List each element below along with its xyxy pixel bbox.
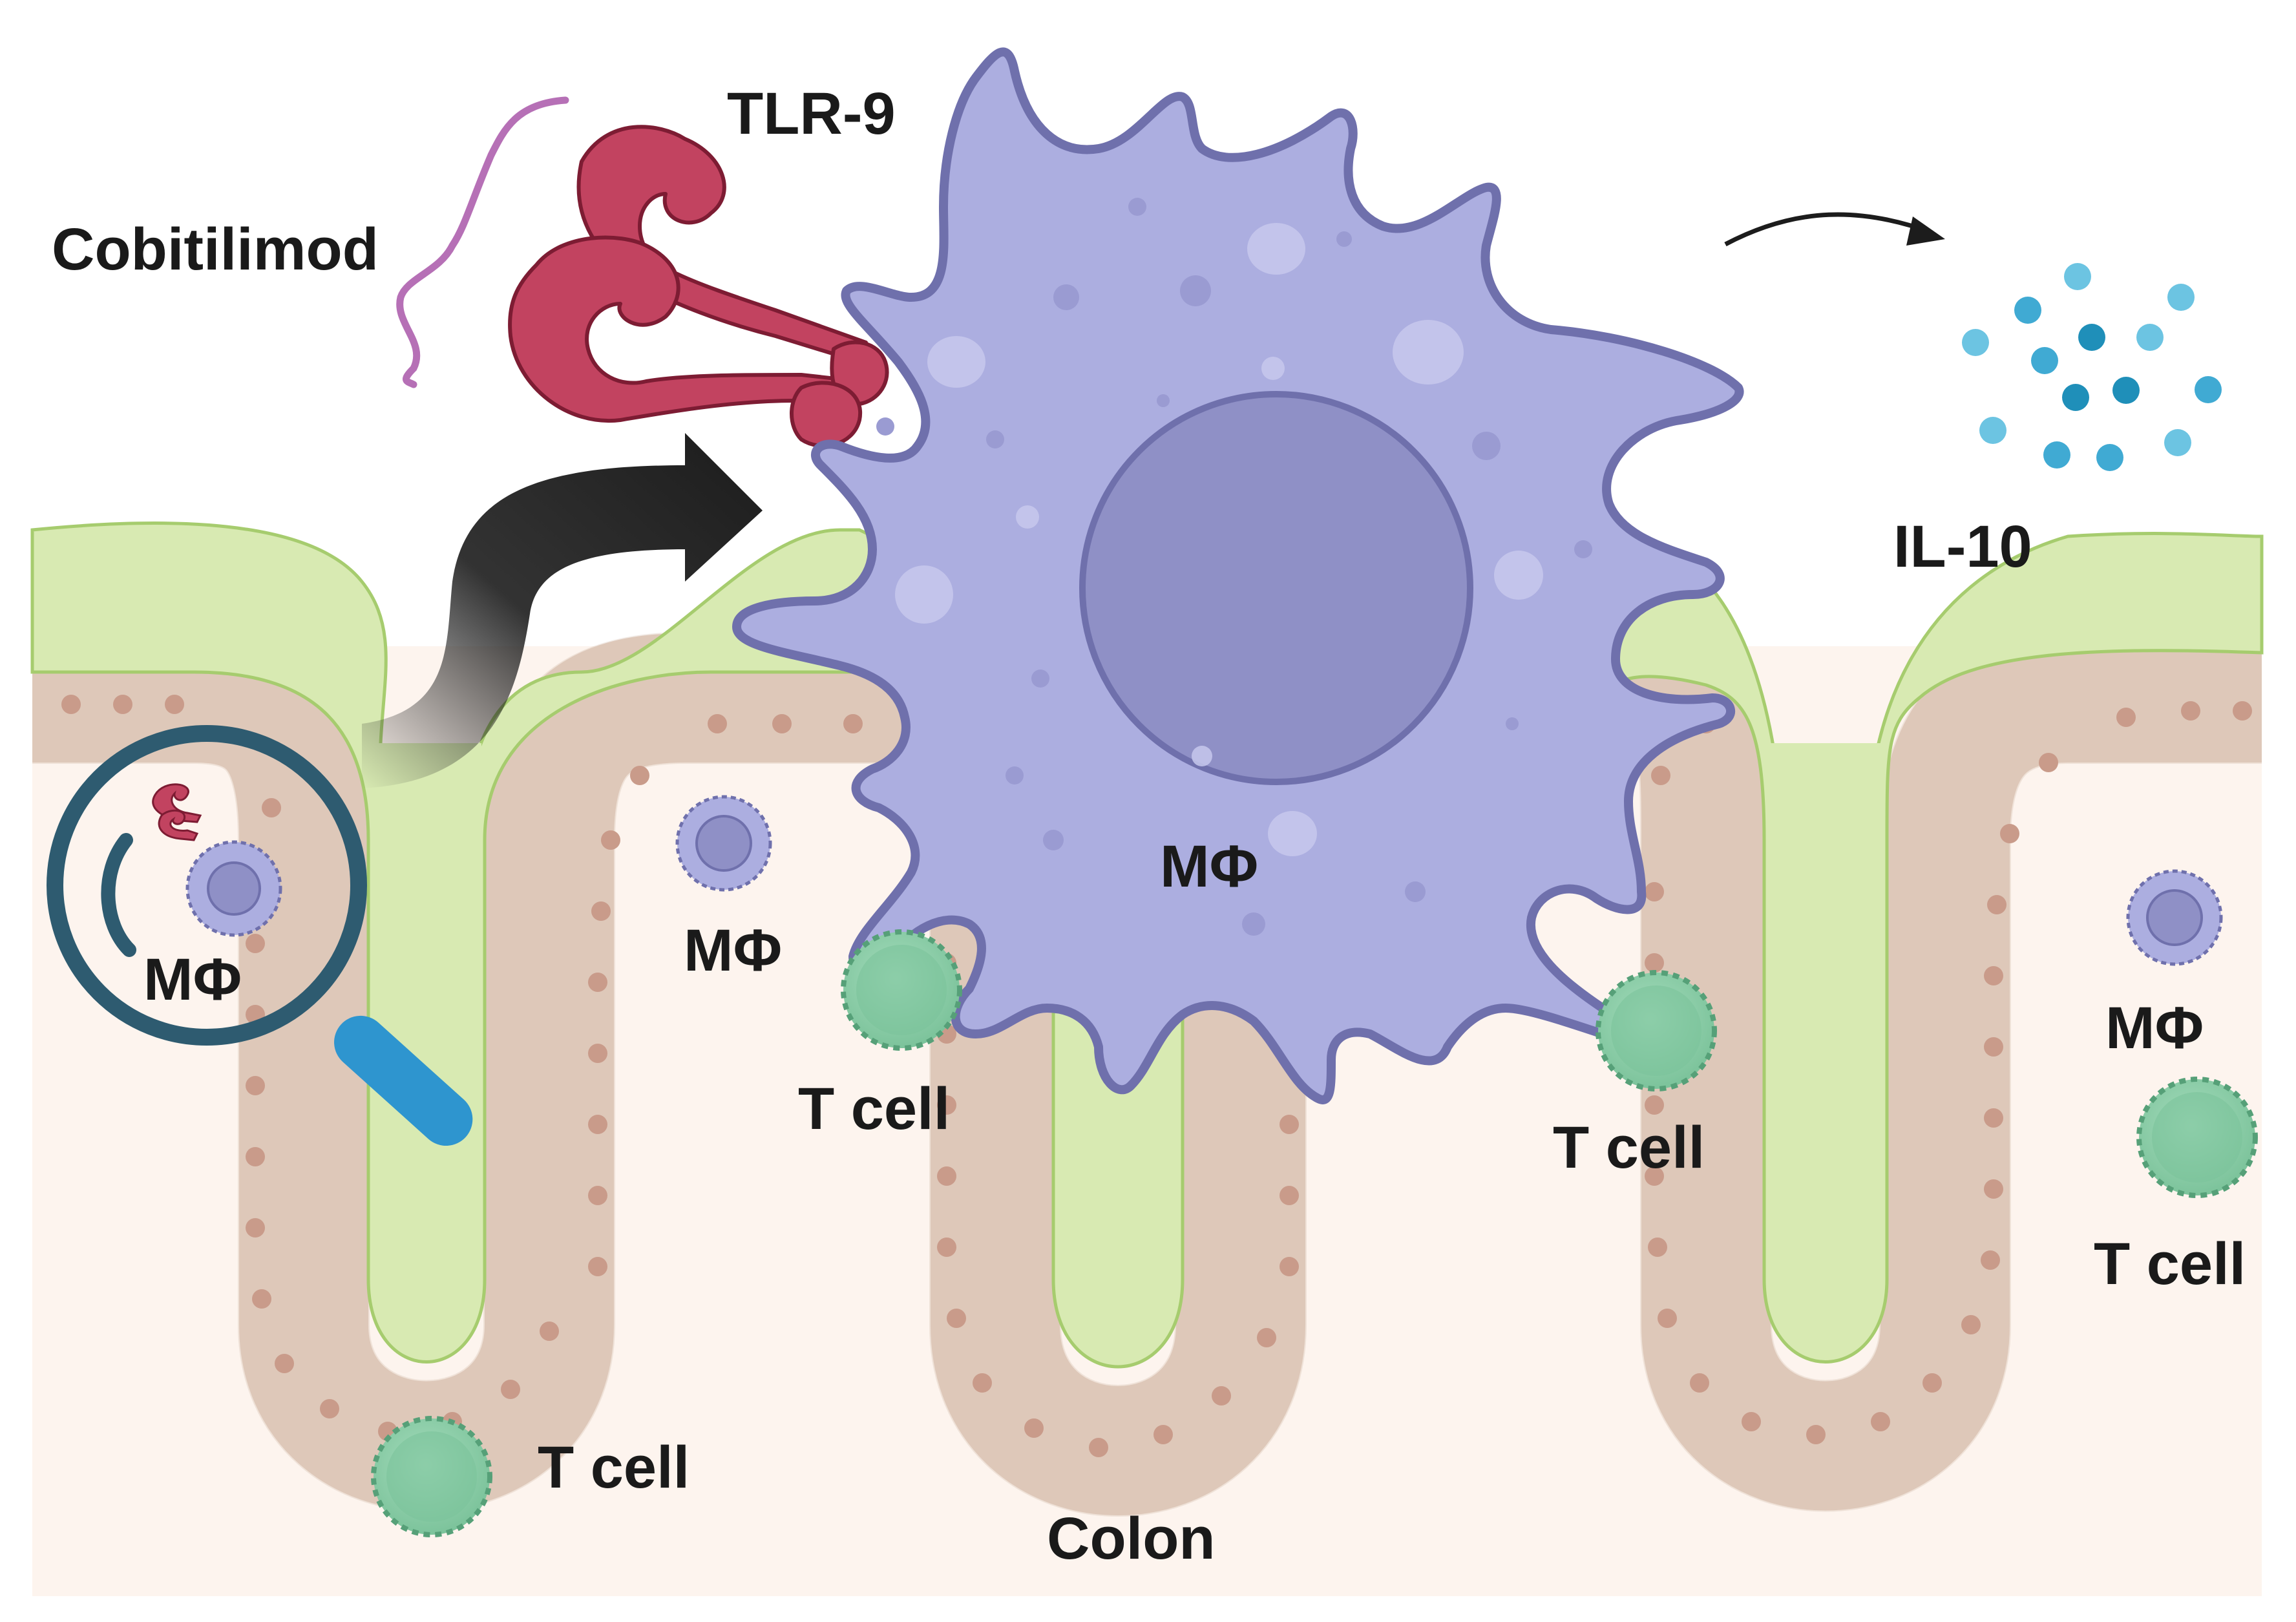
t-cell-3-label: T cell — [2094, 1231, 2246, 1297]
curved-arrow — [362, 433, 763, 788]
crypt-lumen-1 — [372, 743, 481, 1357]
t-cell-2-label: T cell — [1553, 1115, 1705, 1181]
macrophage-nucleus — [1079, 391, 1473, 785]
tlr9-label: TLR-9 — [727, 81, 896, 147]
cobitilimod-label: Cobitilimod — [52, 216, 379, 282]
macrophage-granules — [876, 198, 1592, 936]
il10-arrow — [1724, 212, 1933, 247]
macrophage-small-2 — [2126, 869, 2223, 966]
t-cell-3 — [2136, 1077, 2258, 1198]
tlr9-receptor — [508, 125, 889, 448]
macrophage-inset-label: MΦ — [143, 947, 242, 1013]
crypt-lumen-3 — [1767, 743, 1884, 1357]
cobitilimod-strand — [396, 96, 569, 388]
magnifier — [47, 725, 473, 1146]
t-cell-1-label: T cell — [798, 1076, 951, 1142]
macrophage-large — [732, 47, 1744, 1104]
il10-arrowhead — [1906, 216, 1945, 246]
macrophage-small-1 — [675, 795, 772, 892]
macrophage-large-label: MΦ — [1160, 834, 1259, 900]
il10-particles — [1962, 263, 2222, 471]
macrophage-small-2-label: MΦ — [2105, 995, 2204, 1061]
macrophage-small-1-label: MΦ — [684, 918, 783, 984]
t-cell-4 — [371, 1416, 492, 1537]
magnifier-handle — [334, 1015, 473, 1146]
t-cell-4-label: T cell — [538, 1435, 690, 1501]
t-cell-1 — [841, 929, 962, 1051]
colon-label: Colon — [1047, 1506, 1216, 1572]
macrophage-vesicles — [895, 223, 1543, 856]
il10-label: IL-10 — [1893, 514, 2032, 580]
inset-tlr9 — [152, 783, 202, 841]
t-cell-2 — [1596, 970, 1717, 1091]
